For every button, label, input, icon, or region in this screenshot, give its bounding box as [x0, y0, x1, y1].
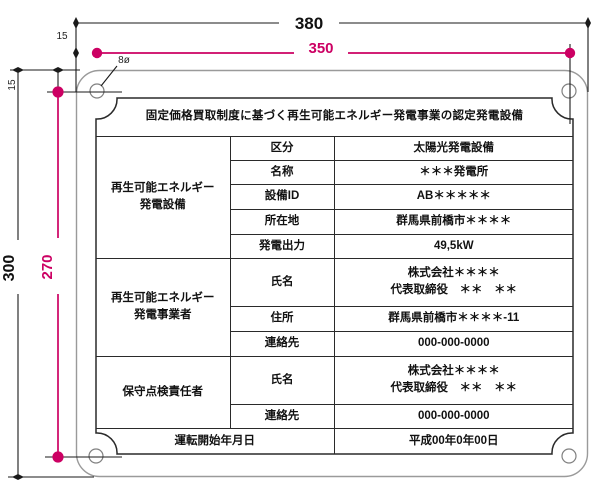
dim-edge-offset-top-label: 15 [56, 31, 68, 42]
value-line: 株式会社＊＊＊＊ [407, 267, 500, 280]
nameplate-table: 固定価格買取制度に基づく再生可能エネルギー発電事業の認定発電設備 再生可能エネル… [96, 98, 574, 454]
cell-label: 所在地 [229, 208, 335, 235]
cell-label: 氏名 [229, 257, 335, 307]
group-label-line: 発電事業者 [134, 309, 192, 321]
value-line: 代表取締役 ＊＊ ＊＊ [390, 284, 518, 296]
cell-value: 群馬県前橋市＊＊＊＊-11 [333, 305, 574, 332]
group-label-line: 再生可能エネルギー [111, 182, 215, 195]
table-row: 固定価格買取制度に基づく再生可能エネルギー発電事業の認定発電設備 [96, 98, 574, 137]
value-line: 代表取締役 ＊＊ ＊＊ [390, 382, 518, 394]
group-cell-operator: 再生可能エネルギー 発電事業者 [96, 257, 231, 357]
cell-label: 連絡先 [229, 330, 335, 357]
cell-value: AB＊＊＊＊＊ [333, 183, 574, 210]
cell-operation-start-label: 運転開始年月日 [96, 427, 335, 454]
cell-label: 発電出力 [229, 233, 335, 259]
hole-top-left-icon [89, 83, 105, 99]
cell-label: 名称 [229, 159, 335, 185]
dim-overall-height-label: 300 [1, 255, 18, 282]
table-row: 再生可能エネルギー 発電設備 区分 太陽光発電設備 [96, 135, 574, 259]
cell-value: 000-000-0000 [333, 403, 574, 429]
dim-edge-offset-left-label: 15 [7, 79, 18, 91]
group-label-line: 保守点検責任者 [122, 385, 204, 398]
cell-value: 49,5kW [333, 233, 574, 259]
group-cell-equipment: 再生可能エネルギー 発電設備 [96, 135, 231, 259]
cell-value: 株式会社＊＊＊＊ 代表取締役 ＊＊ ＊＊ [333, 355, 574, 405]
cell-label: 区分 [229, 135, 335, 161]
group-cell-maintenance: 保守点検責任者 [96, 355, 231, 429]
cell-value: 000-000-0000 [333, 330, 574, 357]
dim-hole-diameter-label: 8ø [118, 55, 130, 66]
table-row: 再生可能エネルギー 発電事業者 氏名 株式会社＊＊＊＊ 代表取締役 ＊＊ ＊＊ [96, 257, 574, 357]
hole-top-right-icon [561, 83, 577, 99]
plate-title: 固定価格買取制度に基づく再生可能エネルギー発電事業の認定発電設備 [96, 98, 574, 137]
group-label-line: 発電設備 [139, 199, 186, 211]
cell-label: 氏名 [229, 355, 335, 405]
group-label-line: 再生可能エネルギー [111, 292, 215, 305]
table-row: 運転開始年月日 平成00年0年00日 [96, 427, 574, 454]
table-row: 保守点検責任者 氏名 株式会社＊＊＊＊ 代表取締役 ＊＊ ＊＊ [96, 355, 574, 429]
value-line: 株式会社＊＊＊＊ [407, 365, 500, 378]
cell-value: ＊＊＊発電所 [333, 159, 574, 185]
dim-hole-span-width-label: 350 [308, 40, 333, 57]
cell-label: 連絡先 [229, 403, 335, 429]
cell-label: 設備ID [229, 183, 335, 210]
dim-overall-width-label: 380 [295, 14, 323, 33]
cell-value: 株式会社＊＊＊＊ 代表取締役 ＊＊ ＊＊ [333, 257, 574, 307]
dim-hole-span-height-label: 270 [39, 254, 56, 279]
cell-operation-start-value: 平成00年0年00日 [333, 427, 574, 454]
cell-value: 群馬県前橋市＊＊＊＊ [333, 208, 574, 235]
cell-value: 太陽光発電設備 [333, 135, 574, 161]
cell-label: 住所 [229, 305, 335, 332]
